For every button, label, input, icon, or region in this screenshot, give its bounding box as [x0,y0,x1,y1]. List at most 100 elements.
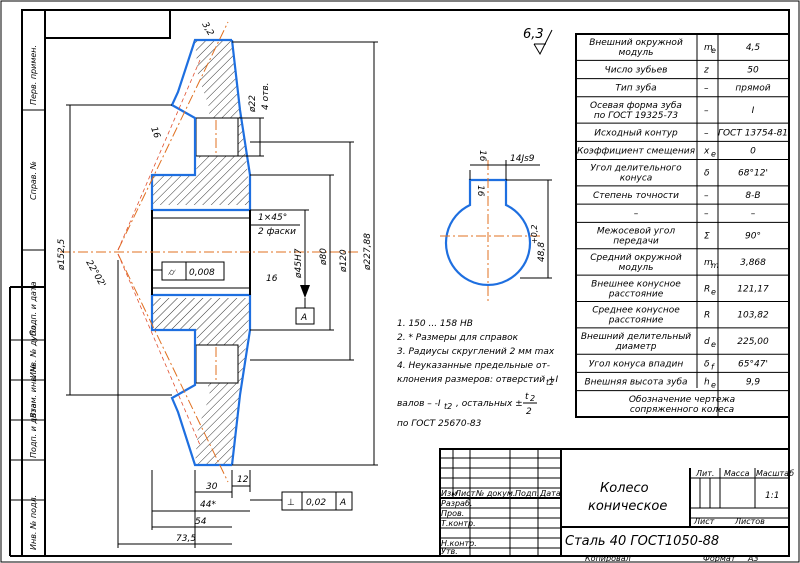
dim-chamfer: 1×45° [258,213,287,223]
param-symbol-sub: e [711,46,716,55]
param-value: 225,00 [737,337,769,347]
tb-sheets: Листов [734,517,765,526]
param-label: расстояние [608,289,664,299]
dim-keyway-tol: +0,2 [530,225,539,244]
param-value: 8-В [745,191,760,201]
param-symbol-sub: e [711,340,716,349]
dim-l44: 44* [200,500,216,510]
gdt-datum-a: A [295,298,315,325]
tb-sheet: Лист [693,517,715,526]
strip-sign-date-1: Подп. и дата [29,281,38,336]
param-symbol: δ [704,359,710,369]
roughness-value: 6,3 [523,27,544,42]
tb-col-sign: Подп. [515,489,539,498]
param-label: Угол конуса впадин [589,359,684,369]
param-label: передачи [613,237,659,247]
param-symbol: – [704,84,709,94]
param-symbol: d [704,337,710,347]
top-left-stamp [44,9,171,39]
param-symbol: – [704,209,709,219]
side-strip: Перв. примен. Справ. № Подп. и дата Инв.… [9,9,46,557]
note-frac-den: 2 [526,407,532,417]
param-symbol-sub: f [711,362,715,371]
gear-dimensions: ø152,5 ø120 ø227,88 ø80 ø45H7 ø22 4 отв.… [57,21,378,548]
tb-role-norm-control: Н.контр. [441,539,477,548]
param-label: конуса [620,174,653,184]
param-symbol: m [704,43,713,53]
roughness-bore: 16 [266,274,278,284]
tb-part-name-2: коническое [588,499,667,514]
gear-upper-section [152,40,250,205]
note-sub-1: t2 [546,378,554,387]
dim-d1525: ø152,5 [57,238,67,271]
tb-copied: Копировал [585,554,631,563]
roughness-keyway-top: 16 [477,150,487,162]
param-label: Внешняя высота зуба [584,378,687,388]
param-value: 103,82 [737,311,769,321]
note-4c: валов – -I [397,399,441,409]
note-4: 4. Неуказанные предельные от- [397,361,550,371]
tb-col-date: Дата [539,489,561,498]
web-hole-lower [195,344,239,384]
tb-material: Сталь 40 ГОСТ1050-88 [565,534,719,549]
param-symbol: m [704,258,713,268]
param-symbol: R [704,311,710,321]
roughness-symbol: 6,3 [523,27,553,56]
param-symbol-sub: e [711,381,716,390]
strip-first-use: Перв. примен. [29,45,38,105]
param-label: Внешнее конусное [591,279,681,289]
param-value: – [751,209,756,219]
param-value: прямой [735,84,770,94]
param-label: Средний окружной [590,253,682,263]
datum-a-label: A [300,313,307,323]
dim-cone-angle: 22°02' [83,259,107,290]
param-symbol: h [704,378,710,388]
param-symbol: Σ [704,232,710,242]
param-label: Степень точности [593,191,679,201]
tb-role-developer: Разраб. [441,499,472,508]
pitch-cone-line-lower [117,253,229,483]
tb-col-docnum: № докум. [475,489,515,498]
param-value: 0 [750,146,756,156]
param-symbol: z [703,65,709,75]
tb-h-scale: Масштаб [756,469,794,478]
param-value: 3,868 [740,258,766,268]
param-label: – [634,209,639,219]
dim-slot: 14Js9 [510,154,535,164]
web-hole-upper [195,117,239,157]
param-symbol-sub: m [711,261,719,270]
note-2: 2. * Размеры для справок [397,333,519,343]
note-3: 3. Радиусы скруглений 2 мм max [397,347,555,357]
gdt-perpendicularity-frame: ⊥ 0,02 A [250,491,353,511]
dim-d120: ø120 [339,249,349,273]
strip-repl-inv: Взам. инв. № [29,364,38,418]
gear-section-view [60,21,360,483]
dim-l30: 30 [206,482,218,492]
dim-chamfer-count: 2 фаски [258,227,296,237]
dim-d45: ø45H7 [294,248,304,279]
gdt-runout-frame: ⌭ 0,008 [152,261,225,281]
param-label: по ГОСТ 19325-73 [594,111,679,121]
param-symbol-sub: e [711,149,716,158]
gear-outline-upper [150,38,252,212]
dim-d80: ø80 [319,248,329,266]
roughness-cone: 16 [148,126,161,140]
param-value: 90° [745,232,761,242]
param-label: диаметр [615,342,657,352]
dim-radius: 3,2 [199,21,215,39]
param-value: 68°12' [738,169,768,179]
param-value: 121,17 [737,284,769,294]
param-label: Внешний делительный [581,332,691,342]
dim-keyway-depth: 48,8 [537,242,547,262]
param-symbol: – [704,128,709,138]
gdt-cylindricity-icon: ⌭ [168,268,176,278]
tb-col-change: Изм [441,489,457,498]
param-label: Коэффициент смещения [577,146,696,156]
param-label: Число зубьев [605,65,668,75]
param-label: Тип зуба [615,84,656,94]
bore-profile [444,178,532,287]
param-label: сопряженного колеса [630,405,734,415]
param-label: Исходный контур [594,128,678,138]
